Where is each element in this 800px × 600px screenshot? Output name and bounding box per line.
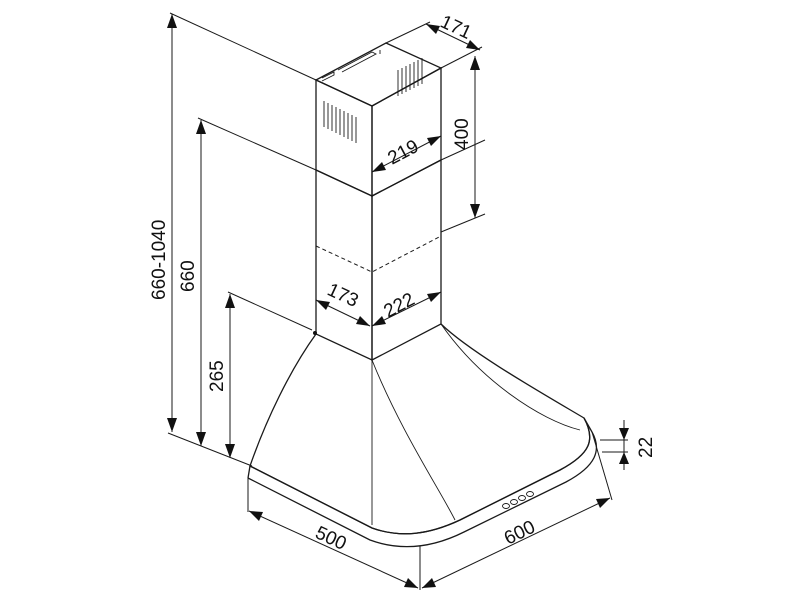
- lower-chimney-left-face: [315, 168, 373, 362]
- rim-thickness-label: 22: [636, 437, 657, 458]
- lower-chimney-width-label: 222: [380, 289, 418, 322]
- canopy-height-label: 265: [207, 360, 228, 392]
- canopy-back-fold: [440, 323, 581, 431]
- upper-chimney-height-label: 400: [452, 118, 473, 150]
- total-height-label: 660-1040: [149, 220, 170, 300]
- extension-lines: [167, 12, 628, 590]
- upper-chimney-right-face: [371, 66, 442, 198]
- right-vent-slots: [397, 58, 423, 96]
- min-height-label: 660: [178, 260, 199, 292]
- canopy-width-dimension-line: [421, 497, 611, 589]
- canopy-depth-dimension-line: [248, 510, 419, 589]
- canopy-rim-bottom: [247, 431, 598, 548]
- chimney-depth-label: 171: [437, 11, 475, 43]
- lower-chimney-right-face: [371, 158, 442, 362]
- top-bracket-detail: [321, 50, 381, 82]
- dimension-lines: [167, 14, 629, 589]
- left-vent-slots: [323, 101, 357, 143]
- hood-outline: [247, 42, 598, 548]
- chimney-width-label: 219: [384, 136, 422, 169]
- canopy-rim-top: [249, 417, 591, 535]
- canopy-width-label: 600: [501, 517, 539, 550]
- canopy-right-fold: [371, 359, 456, 521]
- control-buttons: [502, 491, 534, 509]
- upper-chimney-left-face: [315, 78, 373, 198]
- telescope-overlap-line: [315, 235, 442, 273]
- canopy-silhouette: [249, 323, 591, 535]
- mount-point: [313, 331, 317, 335]
